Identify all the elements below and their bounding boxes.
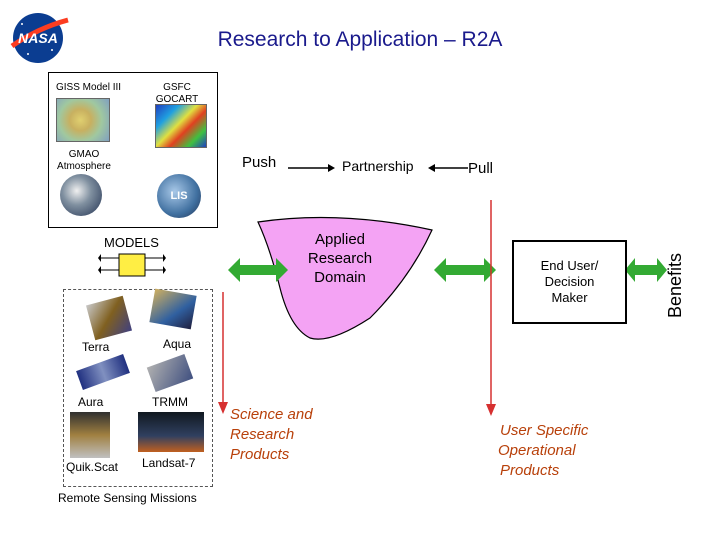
science-products-line-1: Science and	[230, 406, 313, 423]
science-products-line-2: Research	[230, 426, 295, 443]
end-user-line-2: Decision	[544, 274, 595, 289]
domain-line-1: Applied	[314, 231, 366, 248]
giss-model-map	[56, 98, 110, 142]
landsat-satellite	[138, 412, 204, 452]
push-label: Push	[242, 154, 277, 171]
aqua-label: Aqua	[163, 337, 192, 351]
lis-logo	[157, 174, 201, 218]
end-user-line-1: End User/	[540, 258, 599, 273]
user-products-line-1: User Specific	[500, 422, 589, 439]
page-title: Research to Application – R2A	[217, 28, 503, 51]
benefits-label: Benefits	[665, 252, 685, 318]
nasa-logo-text: NASA	[18, 30, 58, 46]
models-label: MODELS	[104, 235, 159, 250]
giss-label: GISS Model III	[56, 82, 122, 93]
nasa-logo: NASA	[10, 13, 69, 63]
green-double-arrow-left	[228, 258, 288, 282]
domain-line-2: Research	[307, 250, 373, 267]
models-connector	[98, 253, 166, 277]
gsfc-label: GSFC GOCART	[155, 82, 199, 105]
end-user-box: End User/ Decision Maker	[512, 240, 627, 324]
missions-caption: Remote Sensing Missions	[58, 491, 197, 505]
aura-label: Aura	[78, 395, 104, 409]
green-double-arrow-right	[434, 258, 496, 282]
terra-label: Terra	[82, 340, 110, 354]
end-user-line-3: Maker	[551, 290, 588, 305]
landsat-label: Landsat-7	[142, 456, 196, 470]
missions-box	[63, 289, 213, 487]
green-double-arrow-benefits	[625, 258, 667, 282]
trmm-label: TRMM	[152, 395, 188, 409]
gmao-globe-image	[60, 174, 102, 216]
partnership-label: Partnership	[342, 158, 414, 174]
quikscat-label: Quik.Scat	[66, 460, 119, 474]
pull-label: Pull	[468, 160, 494, 177]
science-products-line-3: Products	[230, 446, 290, 463]
red-arrow-science	[218, 292, 228, 414]
user-products-line-3: Products	[500, 462, 560, 479]
lis-logo-text: LIS	[170, 190, 188, 202]
red-arrow-user	[486, 200, 496, 416]
aqua-satellite	[149, 288, 197, 330]
gmao-label: GMAO Atmosphere	[57, 149, 111, 172]
applied-research-domain-shape	[257, 216, 433, 340]
gocart-map	[155, 104, 207, 148]
pull-arrow	[428, 164, 468, 172]
push-arrow	[288, 164, 335, 172]
domain-line-3: Domain	[314, 269, 366, 286]
quikscat-satellite	[70, 412, 110, 458]
user-products-line-2: Operational	[498, 442, 576, 459]
